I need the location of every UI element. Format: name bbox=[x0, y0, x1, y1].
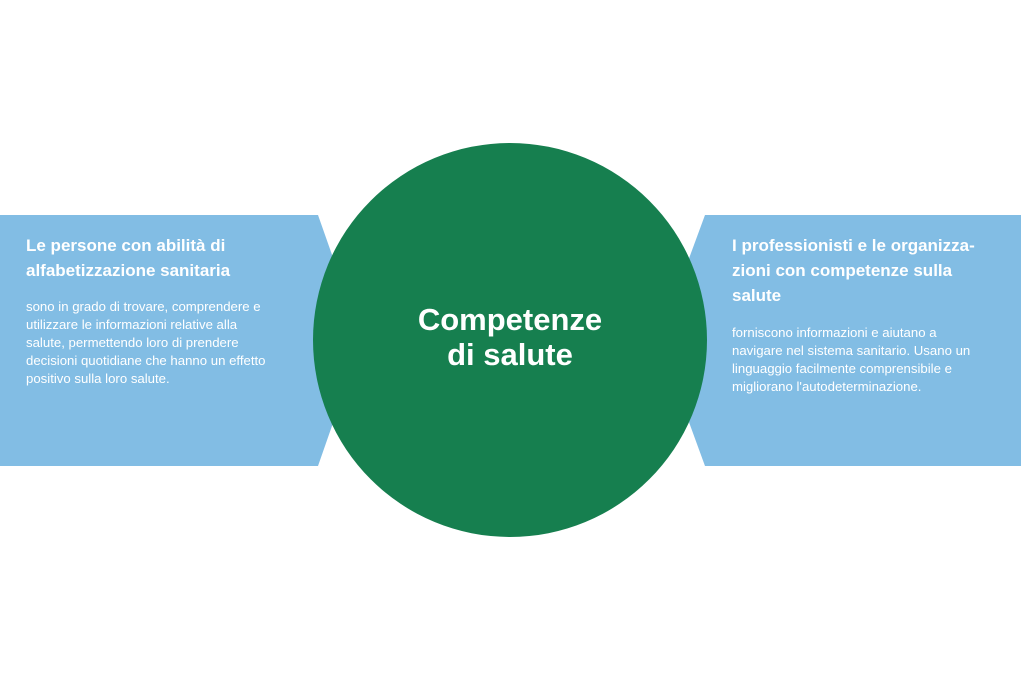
left-body-line: sono in grado di trovare, comprendere e bbox=[26, 299, 261, 314]
left-panel-text: Le persone con abilità di alfabetizzazio… bbox=[26, 233, 298, 388]
left-arrow-panel bbox=[0, 215, 362, 466]
right-heading-line: I professionisti e le organizza- bbox=[732, 236, 975, 255]
right-body-line: forniscono informazioni e aiutano a bbox=[732, 325, 937, 340]
left-panel-body: sono in grado di trovare, comprendere e … bbox=[26, 298, 298, 388]
left-body-line: salute, permettendo loro di prendere bbox=[26, 335, 239, 350]
right-body-line: linguaggio facilmente comprensibile e bbox=[732, 361, 952, 376]
left-panel-heading: Le persone con abilità di alfabetizzazio… bbox=[26, 233, 298, 283]
right-panel-heading: I professionisti e le organizza- zioni c… bbox=[732, 233, 994, 308]
center-circle bbox=[313, 143, 707, 537]
left-heading-line: alfabetizzazione sanitaria bbox=[26, 261, 231, 280]
left-body-line: decisioni quotidiane che hanno un effett… bbox=[26, 353, 266, 368]
center-title: Competenze di salute bbox=[390, 302, 630, 372]
right-arrow-panel bbox=[659, 215, 1021, 466]
center-title-line: di salute bbox=[447, 337, 573, 372]
center-title-line: Competenze bbox=[417, 302, 603, 337]
right-panel-text: I professionisti e le organizza- zioni c… bbox=[732, 233, 994, 396]
right-body-line: navigare nel sistema sanitario. Usano un bbox=[732, 343, 971, 358]
right-panel-body: forniscono informazioni e aiutano a navi… bbox=[732, 324, 994, 396]
right-body-line: migliorano l'autodeterminazione. bbox=[732, 379, 922, 394]
right-heading-line: zioni con competenze sulla bbox=[732, 261, 953, 280]
right-heading-line: salute bbox=[732, 286, 782, 305]
left-body-line: positivo sulla loro salute. bbox=[26, 371, 170, 386]
left-body-line: utilizzare le informazioni relative alla bbox=[26, 317, 238, 332]
left-heading-line: Le persone con abilità di bbox=[26, 236, 226, 255]
